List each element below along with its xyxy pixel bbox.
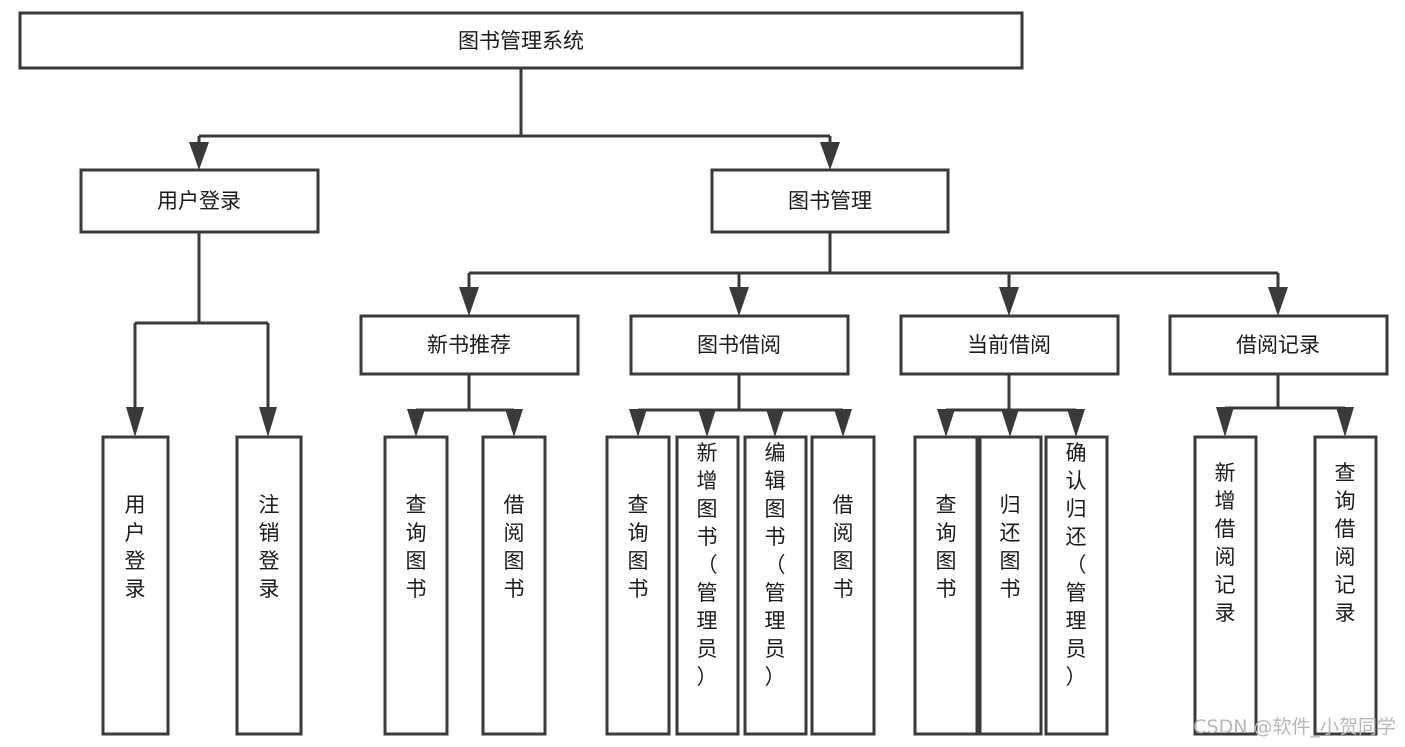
node-leaf-return-book-box[interactable] [978,435,1043,736]
node-leaf-borrow-book-1-label: 借阅图书 [504,493,525,601]
node-leaf-add-book[interactable]: 新增图书（管理员） [675,435,740,736]
node-root-label: 图书管理系统 [458,29,584,53]
node-borrow-record[interactable]: 借阅记录 [1168,314,1389,376]
node-leaf-logout-login-label: 注销登录 [259,493,280,601]
node-leaf-edit-book-label: 编辑图书（管理员） [765,441,786,689]
node-leaf-logout-login-box[interactable] [235,435,303,736]
node-leaf-query-record-label: 查询借阅记录 [1335,461,1356,625]
arrowhead-leaf-query-book-3 [937,409,955,437]
node-leaf-query-book-3-box[interactable] [913,435,979,736]
node-leaf-query-book-3[interactable]: 查询图书 [913,435,979,736]
watermark-label: CSDN @软件_小贺同学 [1193,716,1396,738]
arrowhead-leaf-user-login [126,407,144,437]
node-leaf-confirm-return-box[interactable] [1044,435,1109,736]
arrowhead-book-management [820,142,840,170]
node-book-management-label: 图书管理 [788,189,872,213]
node-borrow-record-label: 借阅记录 [1236,333,1320,357]
node-book-borrow[interactable]: 图书借阅 [629,314,850,376]
node-leaf-add-record-box[interactable] [1193,435,1258,736]
arrowhead-leaf-borrow-book-1 [505,409,523,437]
node-leaf-confirm-return[interactable]: 确认归还（管理员） [1044,435,1109,736]
node-leaf-borrow-book-1[interactable]: 借阅图书 [481,435,547,736]
node-leaf-user-login-box[interactable] [101,435,170,736]
node-leaf-borrow-book-2-label: 借阅图书 [833,493,854,601]
node-current-borrow-box[interactable] [899,314,1120,376]
arrowhead-leaf-borrow-book-2 [834,409,852,437]
node-leaf-query-book-2-label: 查询图书 [628,493,649,601]
node-leaf-user-login[interactable]: 用户登录 [101,435,170,736]
node-leaf-user-login-label: 用户登录 [125,493,146,601]
node-leaf-confirm-return-label: 确认归还（管理员） [1066,441,1087,689]
node-leaf-edit-book-box[interactable] [743,435,808,736]
node-leaf-return-book-label: 归还图书 [1000,493,1021,601]
connector-layer [126,68,1354,437]
arrowhead-borrow-record [1268,287,1288,316]
arrowhead-leaf-query-book-1 [407,409,425,437]
node-leaf-query-book-2-box[interactable] [605,435,671,736]
node-leaf-query-record[interactable]: 查询借阅记录 [1313,435,1378,736]
node-book-management[interactable]: 图书管理 [710,168,950,234]
node-leaf-add-book-label: 新增图书（管理员） [697,441,718,689]
arrowhead-leaf-add-book [698,409,716,437]
node-leaf-logout-login[interactable]: 注销登录 [235,435,303,736]
node-borrow-record-box[interactable] [1168,314,1389,376]
node-leaf-query-book-3-label: 查询图书 [936,493,957,601]
node-leaf-query-record-box[interactable] [1313,435,1378,736]
node-new-book-recommend-label: 新书推荐 [427,333,511,357]
arrowhead-leaf-return-book [1001,409,1019,437]
node-leaf-edit-book[interactable]: 编辑图书（管理员） [743,435,808,736]
node-leaf-add-record-label: 新增借阅记录 [1215,461,1236,625]
node-leaf-add-book-box[interactable] [675,435,740,736]
arrowhead-leaf-query-record [1336,407,1354,437]
arrowhead-leaf-query-book-2 [629,409,647,437]
node-leaf-query-book-1-box[interactable] [383,435,449,736]
node-root-box[interactable] [18,11,1024,70]
arrowhead-user-login [189,142,209,170]
node-root[interactable]: 图书管理系统 [18,11,1024,70]
node-new-book-recommend[interactable]: 新书推荐 [359,314,580,376]
arrowhead-new-book-recommend [459,287,479,316]
node-leaf-query-book-2[interactable]: 查询图书 [605,435,671,736]
node-leaf-borrow-book-2-box[interactable] [810,435,876,736]
node-current-borrow[interactable]: 当前借阅 [899,314,1120,376]
arrowhead-leaf-logout-login [259,407,277,437]
node-book-borrow-box[interactable] [629,314,850,376]
node-current-borrow-label: 当前借阅 [967,333,1051,357]
node-leaf-add-record[interactable]: 新增借阅记录 [1193,435,1258,736]
node-leaf-borrow-book-1-box[interactable] [481,435,547,736]
node-user-login[interactable]: 用户登录 [79,168,320,234]
node-user-login-box[interactable] [79,168,320,234]
arrowhead-leaf-add-record [1216,407,1234,437]
node-book-management-box[interactable] [710,168,950,234]
node-leaf-query-book-1-label: 查询图书 [406,493,427,601]
arrowhead-current-borrow [999,287,1019,316]
arrowhead-leaf-edit-book [766,409,784,437]
node-user-login-label: 用户登录 [157,189,241,213]
node-new-book-recommend-box[interactable] [359,314,580,376]
arrowhead-leaf-confirm-return [1067,409,1085,437]
node-leaf-query-book-1[interactable]: 查询图书 [383,435,449,736]
node-leaf-return-book[interactable]: 归还图书 [978,435,1043,736]
node-book-borrow-label: 图书借阅 [697,333,781,357]
node-leaf-borrow-book-2[interactable]: 借阅图书 [810,435,876,736]
arrowhead-book-borrow [729,287,749,316]
